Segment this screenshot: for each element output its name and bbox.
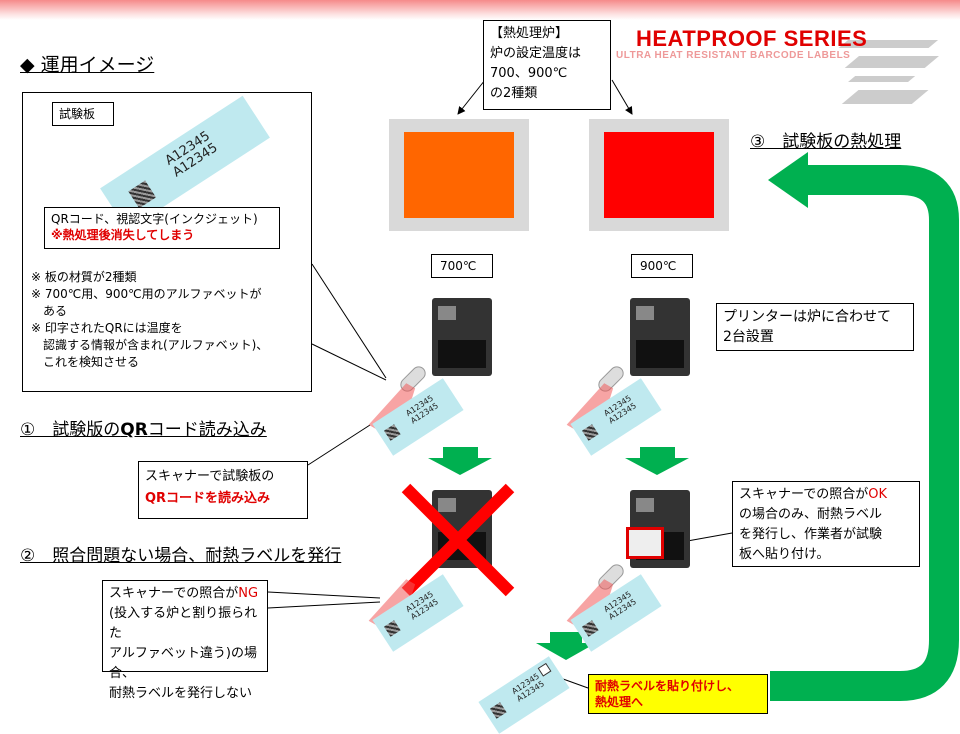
scan-note: スキャナーで試験板の QRコードを読み込み <box>138 461 308 519</box>
logo-title: HEATPROOF SERIES <box>636 26 868 51</box>
qr-code-icon <box>128 180 157 209</box>
scan-note-highlight: QRコードを読み込み <box>145 491 271 506</box>
note-line: ※ 700℃用、900℃用のアルファベットが <box>31 287 262 301</box>
top-banner <box>0 0 960 20</box>
ng-note-line: (投入する炉と割り振られた <box>109 606 258 641</box>
qr-code-icon <box>581 424 599 441</box>
ng-note-line: アルファベット違う)の場合、 <box>109 646 257 681</box>
return-arrow <box>770 165 959 701</box>
step3-heading: ③ 試験板の熱処理 <box>750 132 902 152</box>
qr-code-icon <box>383 424 401 441</box>
furnace-note: 【熱処理炉】 炉の設定温度は 700、900℃ の2種類 <box>483 20 611 110</box>
return-arrow-head <box>768 152 808 208</box>
qr-label: QRコード、視認文字(インクジェット) <box>51 212 258 226</box>
logo-subtitle: ULTRA HEAT RESISTANT BARCODE LABELS <box>616 50 851 61</box>
ok-status: OK <box>868 487 887 502</box>
barcode-graphic <box>838 40 940 104</box>
red-x-icon <box>401 483 515 597</box>
ng-status: NG <box>238 586 259 601</box>
final-note-line: 耐熱ラベルを貼り付けし、 <box>595 679 740 693</box>
step2-heading: ② 照合問題ない場合、耐熱ラベルを発行 <box>20 546 342 566</box>
qr-code-icon <box>383 620 401 637</box>
ok-note-line: 板へ貼り付け。 <box>739 547 830 562</box>
furnace-note-line: 炉の設定温度は <box>490 46 582 61</box>
furnace-700 <box>389 119 529 231</box>
final-note: 耐熱ラベルを貼り付けし、 熱処理へ <box>588 674 768 714</box>
note-line: ※ 板の材質が2種類 <box>31 270 137 284</box>
down-arrow <box>625 447 689 475</box>
step1-heading: ① 試験版のQRコード読み込み <box>20 420 267 440</box>
qr-code-icon <box>581 620 599 637</box>
label-output-highlight <box>626 527 664 559</box>
down-arrow <box>428 447 492 475</box>
printer-900 <box>630 298 690 376</box>
ok-note-line: の場合のみ、耐熱ラベル <box>739 507 883 522</box>
printer-note-line: 2台設置 <box>723 329 774 345</box>
furnace-note-line: の2種類 <box>490 86 538 101</box>
furnace-900 <box>589 119 729 231</box>
note-line: ※ 印字されたQRには温度を <box>31 321 183 335</box>
ok-note-text: スキャナーでの照合が <box>739 487 869 502</box>
furnace-chamber <box>404 132 514 218</box>
ok-note: スキャナーでの照合がOK の場合のみ、耐熱ラベル を発行し、作業者が試験 板へ貼… <box>732 481 920 567</box>
note-line: 認識する情報が含まれ(アルファベット)、 <box>31 338 269 352</box>
plate-notes: ※ 板の材質が2種類 ※ 700℃用、900℃用のアルファベットが ある ※ 印… <box>31 269 268 371</box>
furnace-chamber <box>604 132 714 218</box>
page-title: ◆ 運用イメージ <box>20 54 155 76</box>
printer-note-line: プリンターは炉に合わせて <box>723 309 891 325</box>
scan-note-line: スキャナーで試験板の <box>145 469 275 484</box>
note-line: これを検知させる <box>31 355 140 369</box>
printer-note: プリンターは炉に合わせて 2台設置 <box>716 303 914 351</box>
ng-note-line: 耐熱ラベルを発行しない <box>109 686 253 701</box>
plate-label: 試験板 <box>52 102 114 126</box>
furnace-note-line: 【熱処理炉】 <box>490 26 569 41</box>
ng-note-text: スキャナーでの照合が <box>109 586 239 601</box>
furnace-note-line: 700、900℃ <box>490 66 568 81</box>
printer-700 <box>432 298 492 376</box>
temp-label-700: 700℃ <box>431 254 493 278</box>
final-note-line: 熱処理へ <box>595 695 644 709</box>
temp-label-900: 900℃ <box>631 254 693 278</box>
qr-code-icon <box>489 702 507 719</box>
ok-note-line: を発行し、作業者が試験 <box>739 527 883 542</box>
qr-label-box: QRコード、視認文字(インクジェット) ※熱処理後消失してしまう <box>44 207 280 249</box>
ng-note: スキャナーでの照合がNG (投入する炉と割り振られた アルファベット違う)の場合… <box>102 580 268 701</box>
qr-warning: ※熱処理後消失してしまう <box>51 228 195 242</box>
note-line: ある <box>31 304 68 318</box>
